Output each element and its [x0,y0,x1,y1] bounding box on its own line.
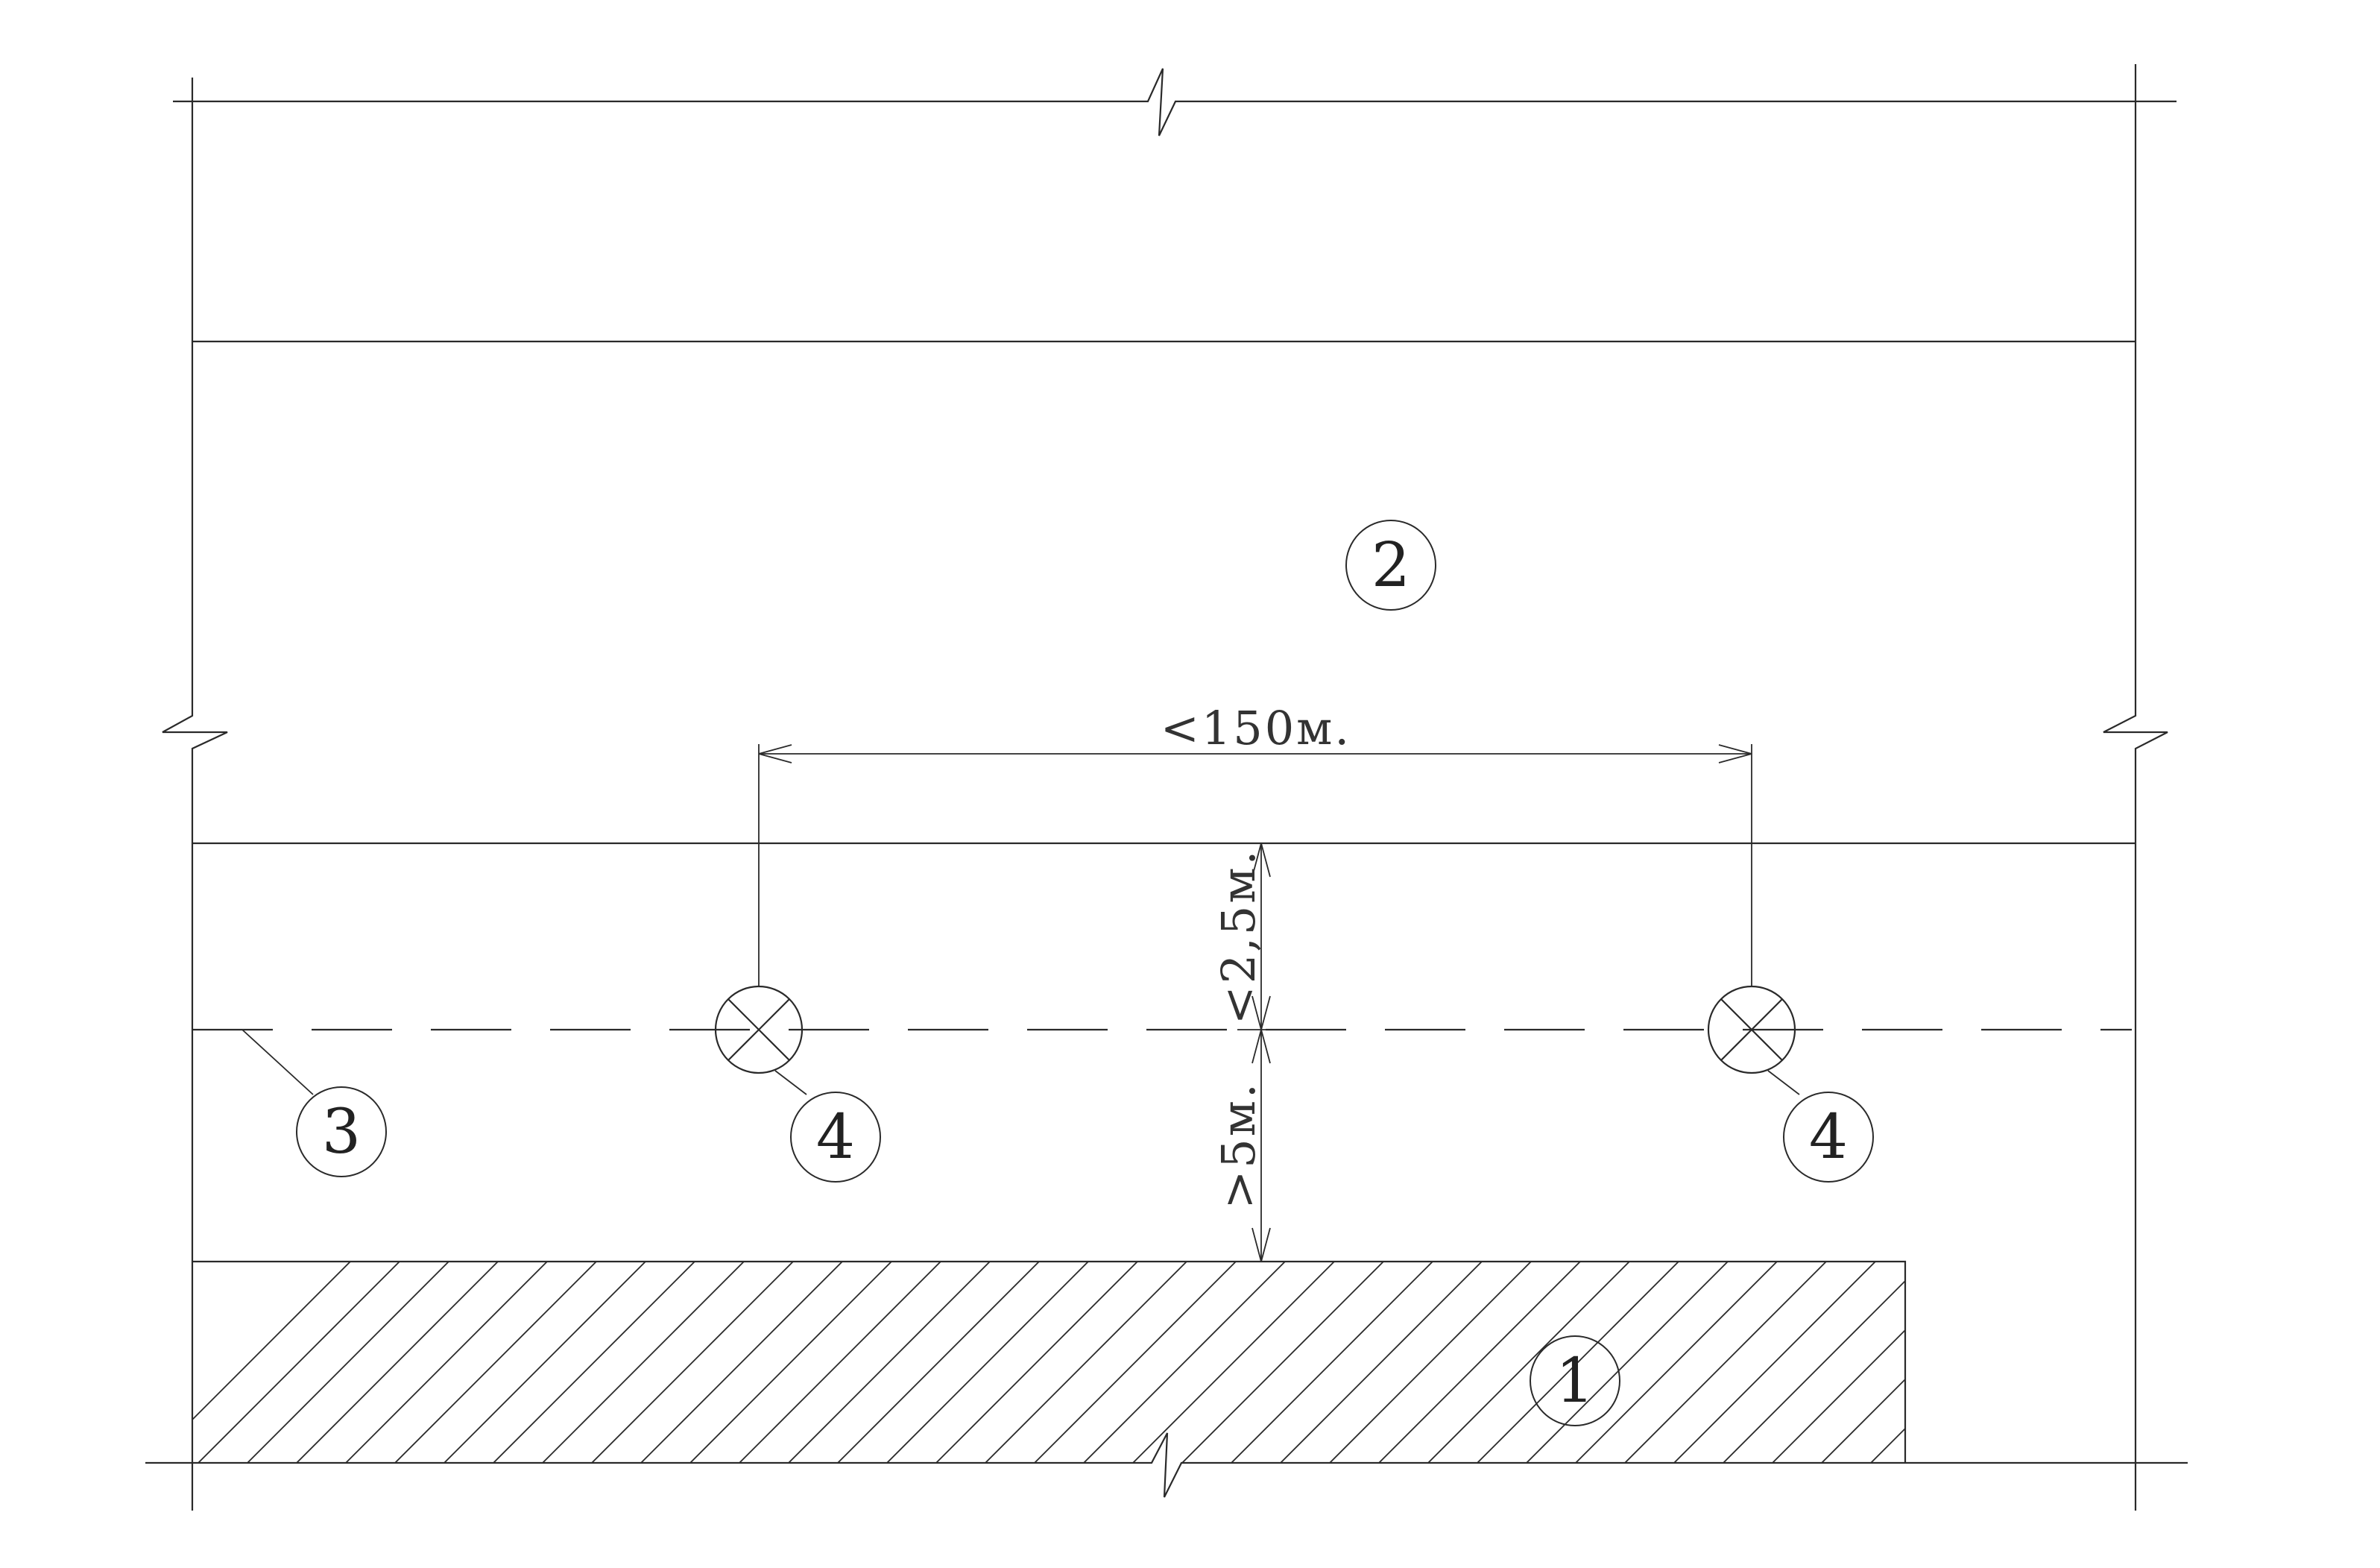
callout-axis-number: 3 [322,1097,361,1168]
lamp-right-leader-line [1767,1070,1800,1095]
hatch-line [837,1262,1040,1462]
hatch-line [1034,1262,1237,1462]
hatch-line [192,1262,351,1421]
callout-building-number: 1 [1556,1346,1594,1417]
callout-lamp-left: 4 [790,1092,881,1183]
hatch-line [591,1262,794,1462]
hatch-line [935,1262,1138,1462]
callout-road: 2 [1345,520,1436,611]
hatch-line [1969,1262,2171,1463]
hatch-line [493,1262,695,1462]
hatch-line [1132,1262,1335,1462]
hatch-line [1575,1262,1778,1462]
hatch-line [444,1262,646,1462]
hatch-line [640,1262,843,1462]
hatch-line [1181,1262,1384,1462]
hatch-line [394,1262,597,1462]
hatch-line [2068,1262,2269,1463]
hatch-line [296,1262,499,1462]
hatch-line [345,1262,548,1462]
hatch-line [1624,1262,1827,1462]
hatch-line [2018,1262,2220,1463]
hatch-line [1231,1262,1433,1462]
hatch-line [1427,1262,1630,1462]
hatch-line [1083,1262,1286,1462]
hatch-line [1920,1262,2121,1463]
hatch-line [1673,1262,1876,1462]
hatch-line [1526,1262,1729,1462]
callout-lamp-right: 4 [1783,1092,1874,1183]
building-hatched-area [192,1260,2318,1463]
hatch-line [788,1262,991,1462]
axis-leader-line [242,1029,314,1095]
hatch-line [1477,1262,1679,1462]
hatch-line [1821,1378,1905,1462]
hatch-line [2117,1262,2318,1463]
callout-building: 1 [1530,1335,1620,1426]
hatch-line [1329,1262,1532,1462]
hatch-line [1378,1262,1581,1462]
hatch-line [886,1262,1089,1462]
top-boundary-line [173,68,2177,136]
callout-lamp-right-number: 4 [1809,1102,1848,1173]
lamp-spacing-dimension: <150м. [758,701,1752,986]
hatch-line [1772,1329,1905,1462]
callout-lamp-left-number: 4 [816,1102,855,1173]
left-boundary-line [162,78,228,1511]
hatch-line [542,1262,745,1462]
hatch-line [247,1262,449,1462]
hatch-line [689,1262,892,1462]
right-boundary-line [2103,64,2168,1511]
hatch-line [1870,1427,1905,1462]
callout-road-number: 2 [1372,530,1410,601]
hatch-line [739,1262,941,1462]
hatch-line [198,1262,400,1462]
hatch-line [985,1262,1187,1462]
offset-top-label: <2,5м. [1211,848,1266,1024]
lamp-left-leader-line [774,1070,807,1095]
callout-axis: 3 [296,1086,387,1177]
offset-bottom-label: >5м. [1211,1081,1266,1209]
hatch-line [1280,1262,1483,1462]
bottom-boundary-line [145,1432,2188,1498]
lamp-spacing-label: <150м. [1161,701,1351,755]
hatch-line [1723,1279,1905,1462]
offset-dimension: <2,5м. >5м. [1211,843,1301,1262]
